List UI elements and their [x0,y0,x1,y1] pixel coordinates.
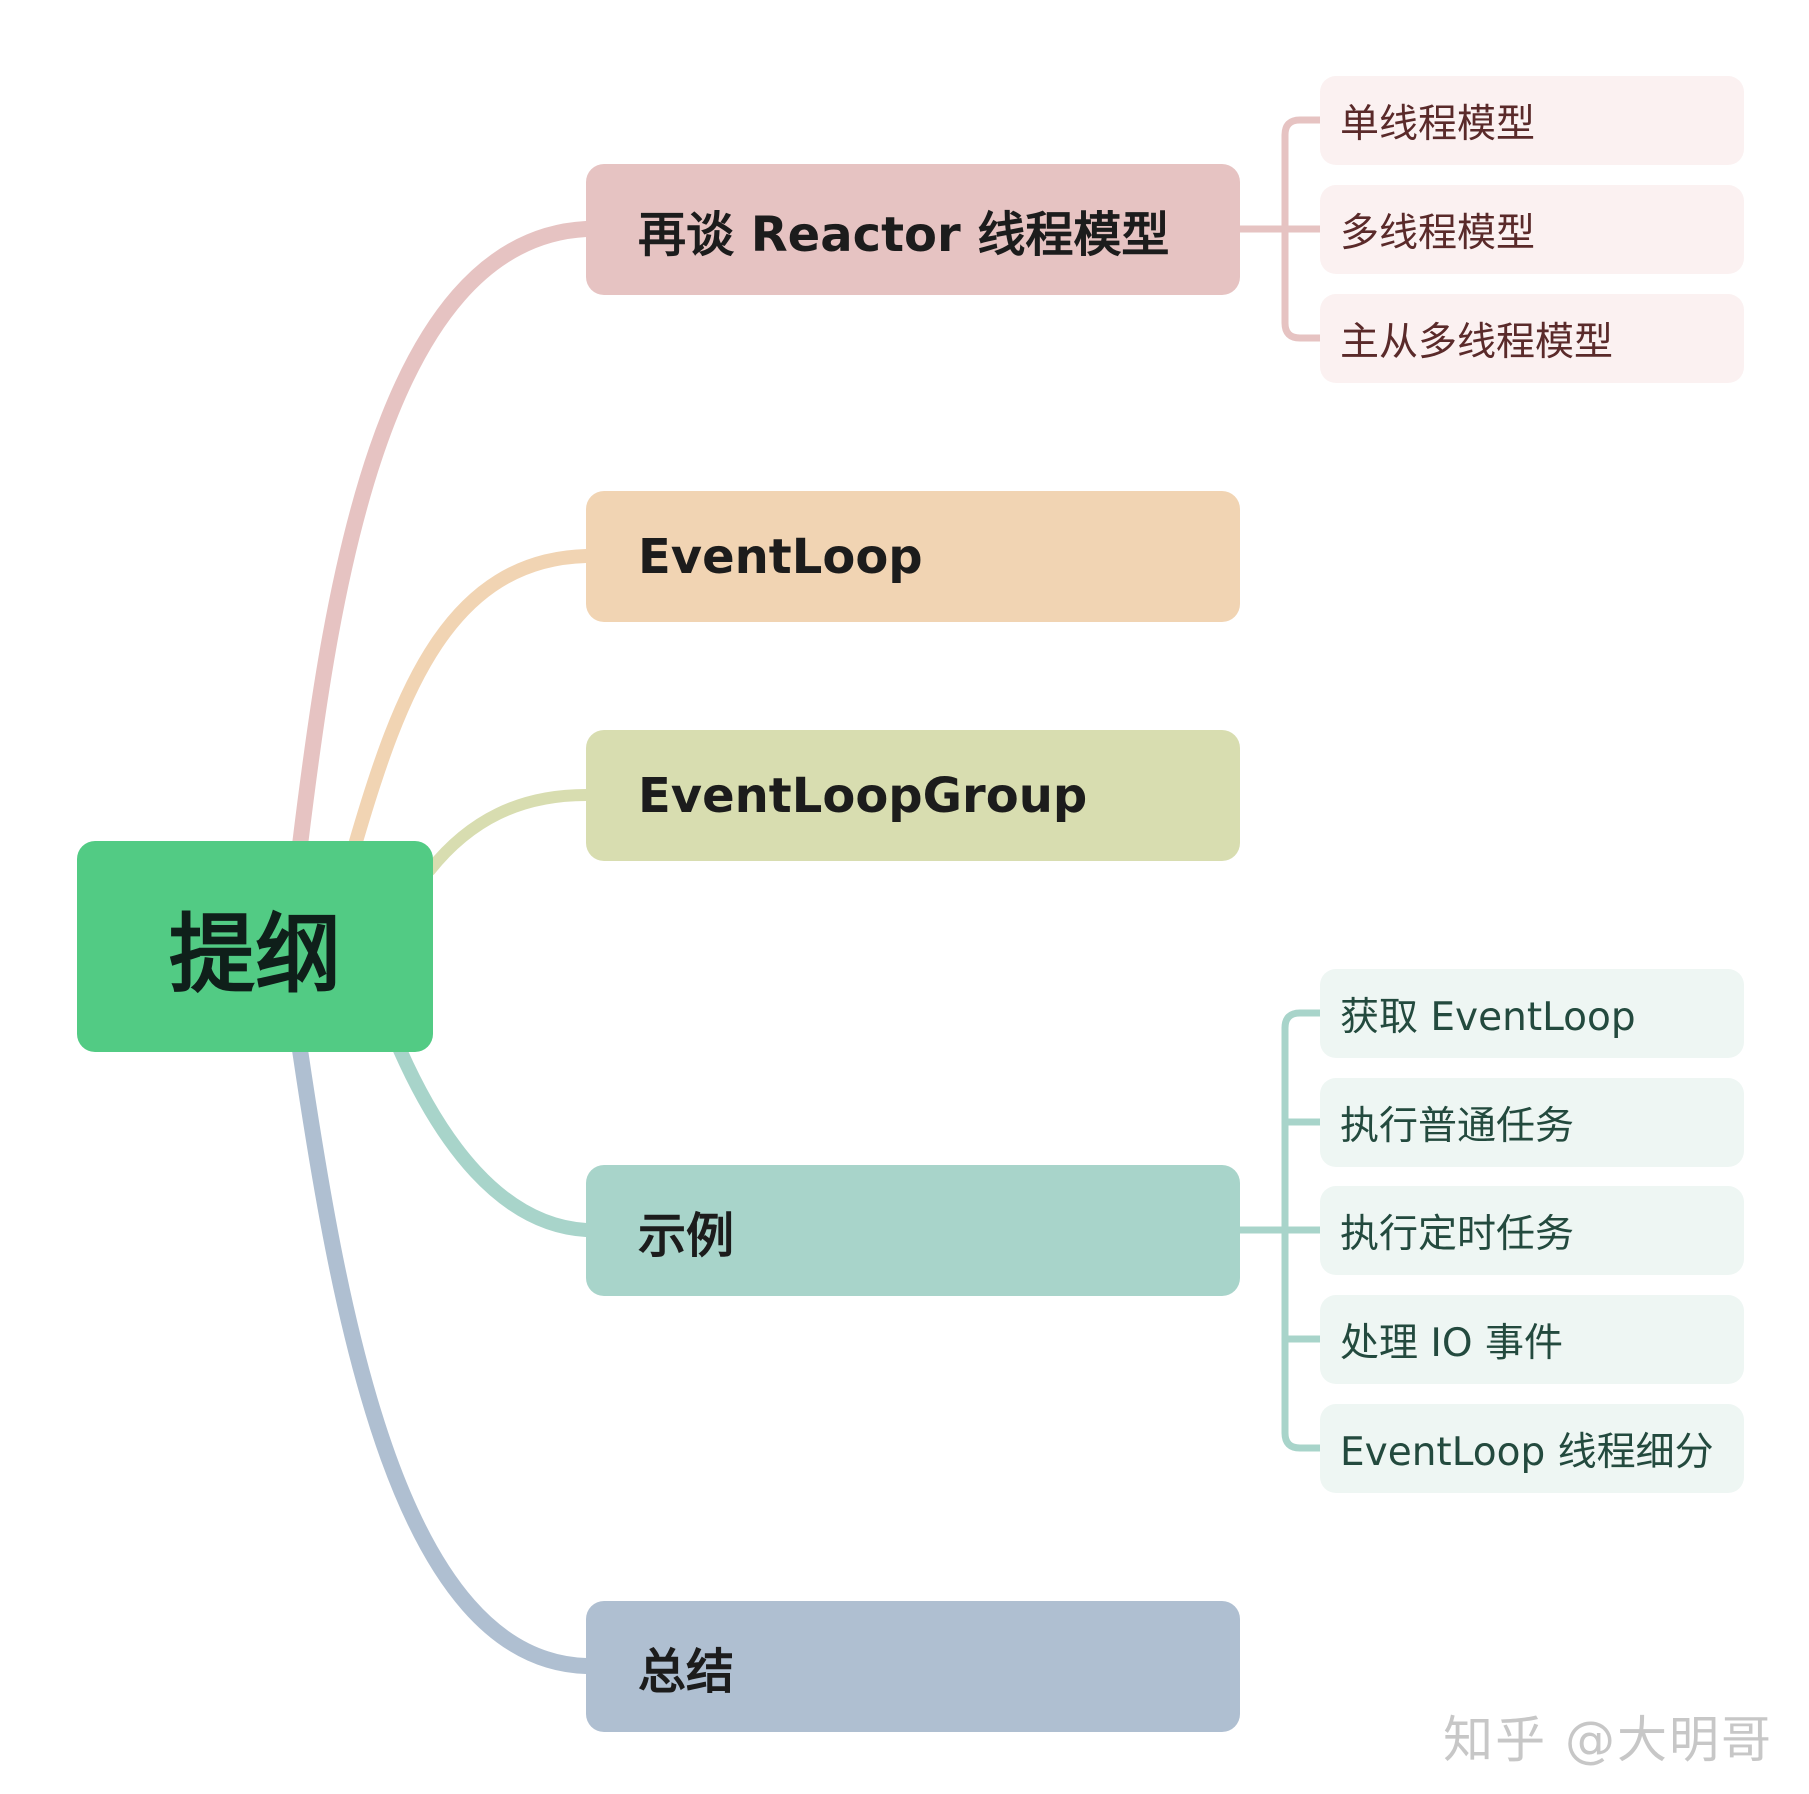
branch-label: 总结 [638,1643,735,1700]
subnode-scheduled-task[interactable]: 执行定时任务 [1320,1186,1744,1275]
subnode-label: 多线程模型 [1340,210,1536,256]
subnode-single-thread[interactable]: 单线程模型 [1320,76,1744,165]
subnode-label: 获取 EventLoop [1340,994,1636,1040]
branch-eventloopgroup[interactable]: EventLoopGroup [586,730,1240,861]
connector-root-branch [292,1042,594,1674]
branch-reactor-thread-model[interactable]: 再谈 Reactor 线程模型 [586,164,1240,295]
branch-label: EventLoopGroup [638,767,1088,824]
watermark: 知乎 @大明哥 [1443,1711,1773,1769]
subnode-label: EventLoop 线程细分 [1340,1429,1714,1475]
subnode-get-eventloop[interactable]: 获取 EventLoop [1320,969,1744,1058]
subnode-label: 单线程模型 [1340,101,1536,147]
subnode-thread-breakdown[interactable]: EventLoop 线程细分 [1320,1404,1744,1493]
branch-summary[interactable]: 总结 [586,1601,1240,1732]
subnode-io-events[interactable]: 处理 IO 事件 [1320,1295,1744,1384]
connector-root-branch [424,789,592,876]
subnode-label: 执行定时任务 [1340,1211,1575,1257]
branch-examples[interactable]: 示例 [586,1165,1240,1296]
branch-label: EventLoop [638,528,923,585]
subnode-normal-task[interactable]: 执行普通任务 [1320,1078,1744,1167]
branch-label: 示例 [638,1207,735,1264]
subnode-label: 处理 IO 事件 [1340,1320,1563,1366]
connector-root-branch [292,221,594,853]
root-label: 提纲 [169,905,341,1005]
subnode-multi-thread[interactable]: 多线程模型 [1320,185,1744,274]
subnode-master-slave[interactable]: 主从多线程模型 [1320,294,1744,383]
branch-label: 再谈 Reactor 线程模型 [638,206,1170,263]
branch-eventloop[interactable]: EventLoop [586,491,1240,622]
subnode-label: 执行普通任务 [1340,1103,1575,1149]
connector-root-branch [348,549,593,852]
connector-root-branch [393,1043,593,1237]
subnode-label: 主从多线程模型 [1340,319,1614,365]
root-node[interactable]: 提纲 [77,841,433,1052]
